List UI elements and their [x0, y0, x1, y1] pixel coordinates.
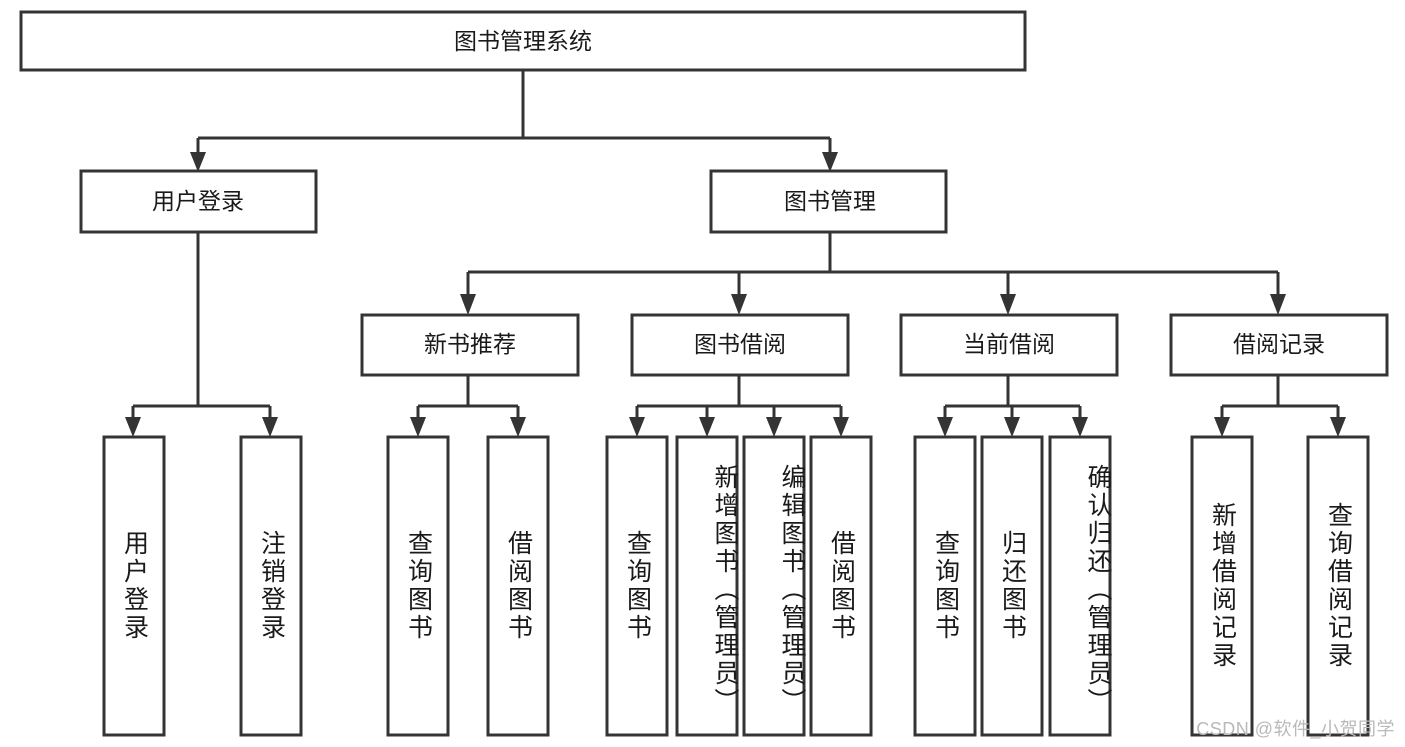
node-book-management-label: 图书管理 [784, 188, 876, 214]
arrow-head-icon [1214, 417, 1230, 437]
node-new-book-recommend[interactable]: 新书推荐 [360, 313, 580, 377]
arrow-head-icon [410, 417, 426, 437]
arrow-head-icon [1330, 417, 1346, 437]
node-root[interactable]: 图书管理系统 [19, 10, 1027, 72]
node-user-login-box[interactable] [79, 169, 318, 234]
leaf-box-rec-borrow-book[interactable] [486, 435, 550, 737]
arrow-head-icon [460, 294, 476, 315]
node-borrow-record-box[interactable] [1169, 313, 1389, 377]
arrow-head-icon [510, 417, 526, 437]
leaf-box-borrow-query-book[interactable] [605, 435, 669, 737]
node-current-borrow[interactable]: 当前借阅 [899, 313, 1119, 377]
node-current-borrow-box[interactable] [899, 313, 1119, 377]
connector-layer [125, 70, 1346, 437]
leaf-box-borrow-borrow-book[interactable] [809, 435, 873, 737]
leaf-box-current-confirm-return[interactable] [1048, 435, 1112, 737]
node-new-book-recommend-box[interactable] [360, 313, 580, 377]
node-book-borrow-label: 图书借阅 [694, 331, 786, 357]
leaf-box-current-return-book[interactable] [980, 435, 1044, 737]
arrow-head-icon [125, 417, 141, 437]
node-book-borrow[interactable]: 图书借阅 [630, 313, 850, 377]
watermark-text: CSDN @软件_小贺同学 [1196, 719, 1395, 739]
leaf-box-record-query[interactable] [1306, 435, 1370, 737]
leaf-box-borrow-add-book[interactable] [675, 435, 739, 737]
leaf-box-rec-query-book[interactable] [386, 435, 450, 737]
arrow-head-icon [731, 294, 747, 315]
node-root-label: 图书管理系统 [454, 28, 592, 54]
node-user-login-label: 用户登录 [152, 188, 244, 214]
arrow-head-icon [833, 417, 849, 437]
arrow-head-icon [699, 417, 715, 437]
arrow-head-icon [1270, 294, 1286, 315]
arrow-head-icon [190, 152, 206, 172]
node-root-box[interactable] [19, 10, 1027, 72]
arrow-head-icon [1004, 417, 1020, 437]
leaf-box-user-login[interactable] [102, 435, 166, 737]
node-new-book-recommend-label: 新书推荐 [424, 331, 516, 357]
arrow-head-icon [822, 152, 838, 172]
arrow-head-icon [629, 417, 645, 437]
leaf-box-borrow-edit-book[interactable] [742, 435, 806, 737]
arrow-head-icon [262, 417, 278, 437]
leaf-box-record-add[interactable] [1190, 435, 1254, 737]
leaf-box-current-query-book[interactable] [913, 435, 977, 737]
leaf-box-logout[interactable] [239, 435, 303, 737]
node-borrow-record[interactable]: 借阅记录 [1169, 313, 1389, 377]
node-book-management[interactable]: 图书管理 [709, 169, 948, 234]
arrow-head-icon [1000, 294, 1016, 315]
node-user-login[interactable]: 用户登录 [79, 169, 318, 234]
arrow-head-icon [1072, 417, 1088, 437]
arrow-head-icon [937, 417, 953, 437]
node-borrow-record-label: 借阅记录 [1233, 331, 1325, 357]
node-current-borrow-label: 当前借阅 [963, 331, 1055, 357]
node-book-borrow-box[interactable] [630, 313, 850, 377]
arrow-head-icon [766, 417, 782, 437]
node-book-management-box[interactable] [709, 169, 948, 234]
